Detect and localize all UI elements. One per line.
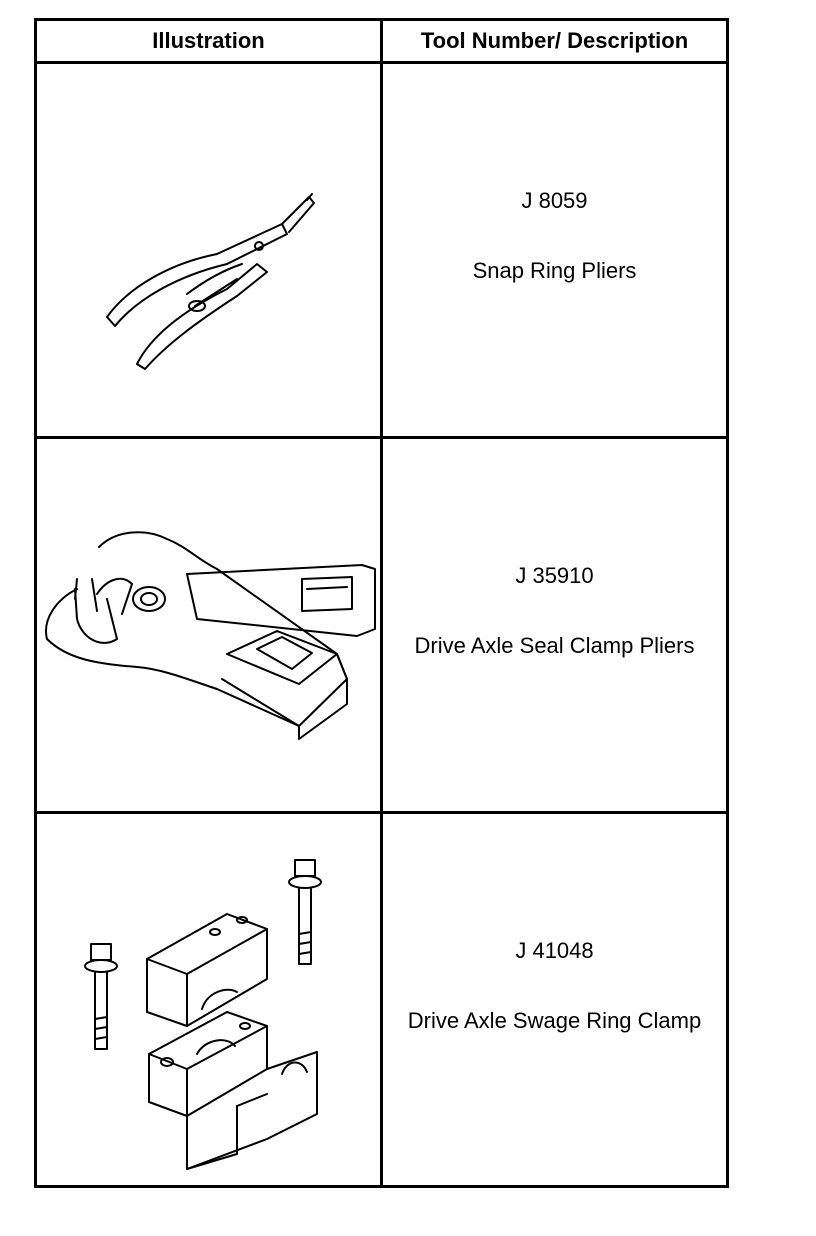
- table-row: J 41048 Drive Axle Swage Ring Clamp: [37, 814, 726, 1185]
- tool-number: J 8059: [521, 188, 588, 213]
- tool-number: J 35910: [515, 563, 594, 588]
- header-tool-description: Tool Number/ Description: [420, 28, 689, 53]
- table-row: J 35910 Drive Axle Seal Clamp Pliers: [37, 439, 726, 814]
- tool-description: Drive Axle Swage Ring Clamp: [407, 1007, 702, 1033]
- description-cell: J 41048 Drive Axle Swage Ring Clamp: [383, 814, 726, 1185]
- illustration-cell: [37, 439, 380, 811]
- seal-clamp-pliers-illustration: [45, 531, 376, 740]
- tool-description: Drive Axle Seal Clamp Pliers: [414, 633, 695, 658]
- illustration-cell: [37, 64, 380, 436]
- illustration-cell: [37, 814, 380, 1185]
- table-header-row: Illustration Tool Number/ Description: [37, 21, 726, 64]
- column-divider: [380, 21, 383, 1185]
- tool-table: Illustration Tool Number/ Description J …: [34, 18, 729, 1188]
- description-cell: J 35910 Drive Axle Seal Clamp Pliers: [383, 439, 726, 811]
- tool-description: Snap Ring Pliers: [472, 258, 637, 283]
- header-illustration: Illustration: [152, 28, 265, 53]
- description-cell: J 8059 Snap Ring Pliers: [383, 64, 726, 436]
- swage-ring-clamp-illustration: [84, 859, 322, 1170]
- snap-ring-pliers-illustration: [106, 193, 315, 370]
- tool-number: J 41048: [515, 937, 594, 963]
- table-row: J 8059 Snap Ring Pliers: [37, 64, 726, 439]
